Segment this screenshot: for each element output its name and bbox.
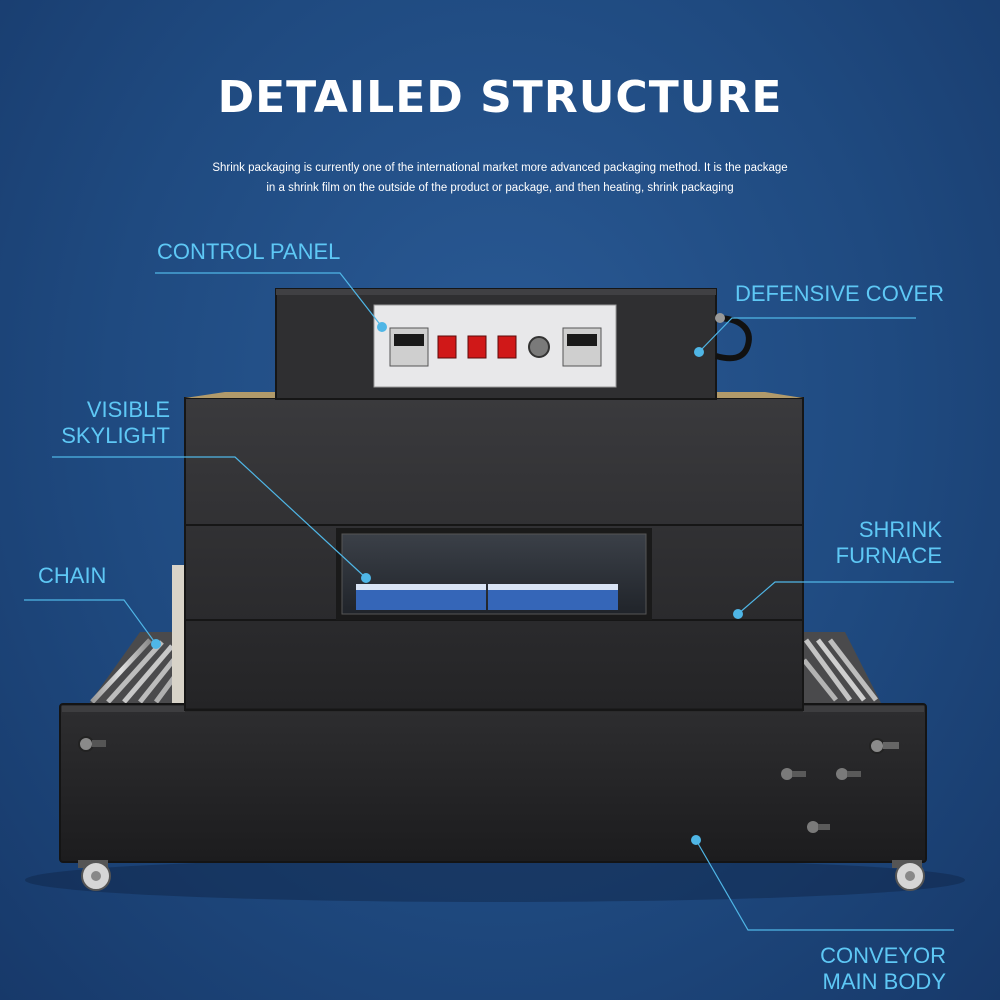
dot-shrink-furnace [733, 609, 743, 619]
label-visible-skylight-line-2: SKYLIGHT [61, 423, 170, 448]
label-control-panel: CONTROL PANEL [157, 239, 341, 264]
visible-skylight-window [336, 528, 652, 620]
label-visible-skylight: VISIBLE SKYLIGHT [60, 397, 170, 449]
dot-defensive-cover [694, 347, 704, 357]
description-line-2: in a shrink film on the outside of the p… [266, 182, 734, 194]
description-line-1: Shrink packaging is currently one of the… [212, 162, 788, 174]
leader-chain [24, 599, 157, 645]
leader-visible-skylight [52, 456, 367, 579]
leader-defensive-cover [698, 317, 916, 353]
control-panel [373, 304, 617, 388]
conveyor-main-body [59, 703, 927, 863]
dot-chain [151, 639, 161, 649]
caster-wheels [78, 860, 925, 891]
page-title: DETAILED STRUCTURE [217, 72, 783, 123]
label-conveyor-main-body-line-1: CONVEYOR [820, 943, 946, 968]
leader-shrink-furnace [737, 581, 954, 615]
right-roller-conveyor [800, 632, 882, 705]
label-conveyor-main-body: CONVEYOR MAIN BODY [800, 943, 946, 995]
dot-conveyor-main-body [691, 835, 701, 845]
label-shrink-furnace-line-1: SHRINK [858, 517, 942, 542]
label-chain: CHAIN [38, 563, 107, 588]
label-shrink-furnace-line-2: FURNACE [835, 543, 942, 568]
label-visible-skylight-line-1: VISIBLE [86, 397, 170, 422]
leader-control-panel [155, 272, 383, 328]
leader-conveyor-main-body [695, 839, 954, 931]
left-roller-conveyor [88, 565, 187, 705]
label-conveyor-main-body-line-2: MAIN BODY [822, 969, 946, 994]
dot-control-panel [377, 322, 387, 332]
dot-visible-skylight [361, 573, 371, 583]
shrink-furnace [184, 392, 804, 712]
label-shrink-furnace: SHRINK FURNACE [822, 517, 942, 569]
label-defensive-cover: DEFENSIVE COVER [735, 281, 945, 306]
leader-lines [24, 272, 954, 931]
leader-dots [151, 322, 743, 845]
description: Shrink packaging is currently one of the… [150, 158, 850, 198]
floor-shadow [25, 858, 965, 902]
